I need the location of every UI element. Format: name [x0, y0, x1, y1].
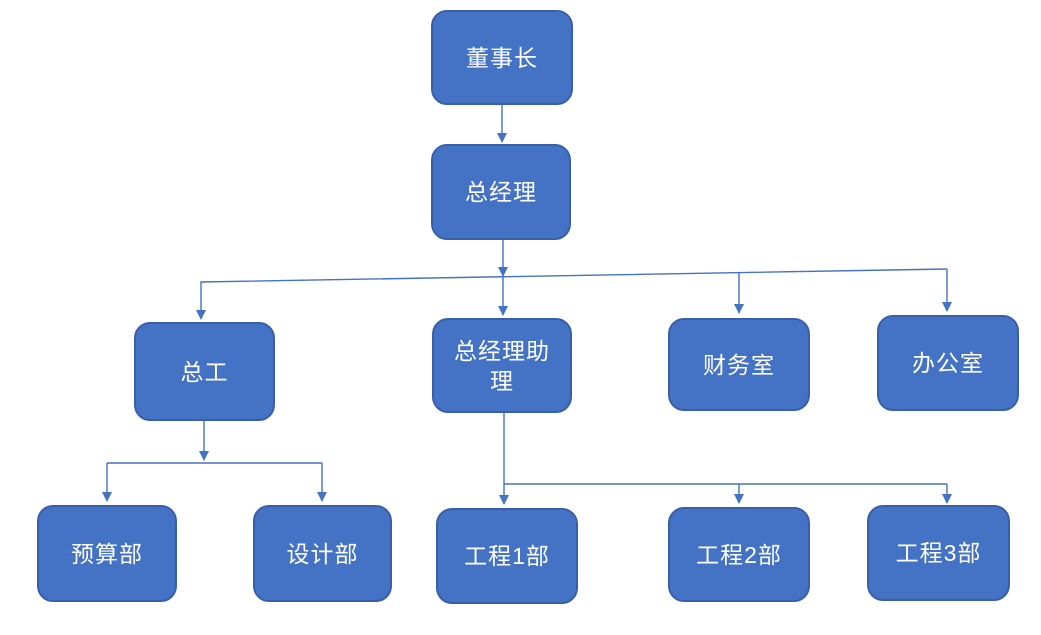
node-engineering-dept-2: 工程2部	[668, 507, 810, 602]
node-finance-office-label: 财务室	[703, 351, 775, 378]
node-engineering-dept-1-label: 工程1部	[464, 543, 550, 569]
connector-gm-rail-and-chief-drop	[196, 268, 948, 320]
node-chief-engineer-label: 总工	[180, 358, 229, 385]
node-general-manager-label: 总经理	[465, 179, 537, 205]
node-finance-office: 财务室	[668, 318, 810, 411]
node-chairman: 董事长	[431, 10, 573, 105]
node-chairman-label: 董事长	[466, 44, 538, 71]
node-engineering-dept-2-label: 工程2部	[696, 541, 782, 568]
node-design-dept-label: 设计部	[286, 540, 359, 567]
node-gm-assistant-label: 总经理助理	[454, 337, 550, 394]
node-engineering-dept-3: 工程3部	[867, 505, 1010, 601]
node-design-dept: 设计部	[253, 505, 392, 602]
node-admin-office-label: 办公室	[912, 350, 984, 376]
node-budget-dept: 预算部	[37, 505, 177, 602]
node-gm-assistant: 总经理助理	[432, 318, 572, 413]
node-engineering-dept-1: 工程1部	[436, 508, 578, 604]
node-engineering-dept-3-label: 工程3部	[895, 540, 982, 566]
node-general-manager: 总经理	[431, 144, 571, 240]
node-admin-office: 办公室	[877, 315, 1019, 411]
node-budget-dept-label: 预算部	[71, 540, 143, 567]
node-chief-engineer: 总工	[134, 322, 275, 421]
